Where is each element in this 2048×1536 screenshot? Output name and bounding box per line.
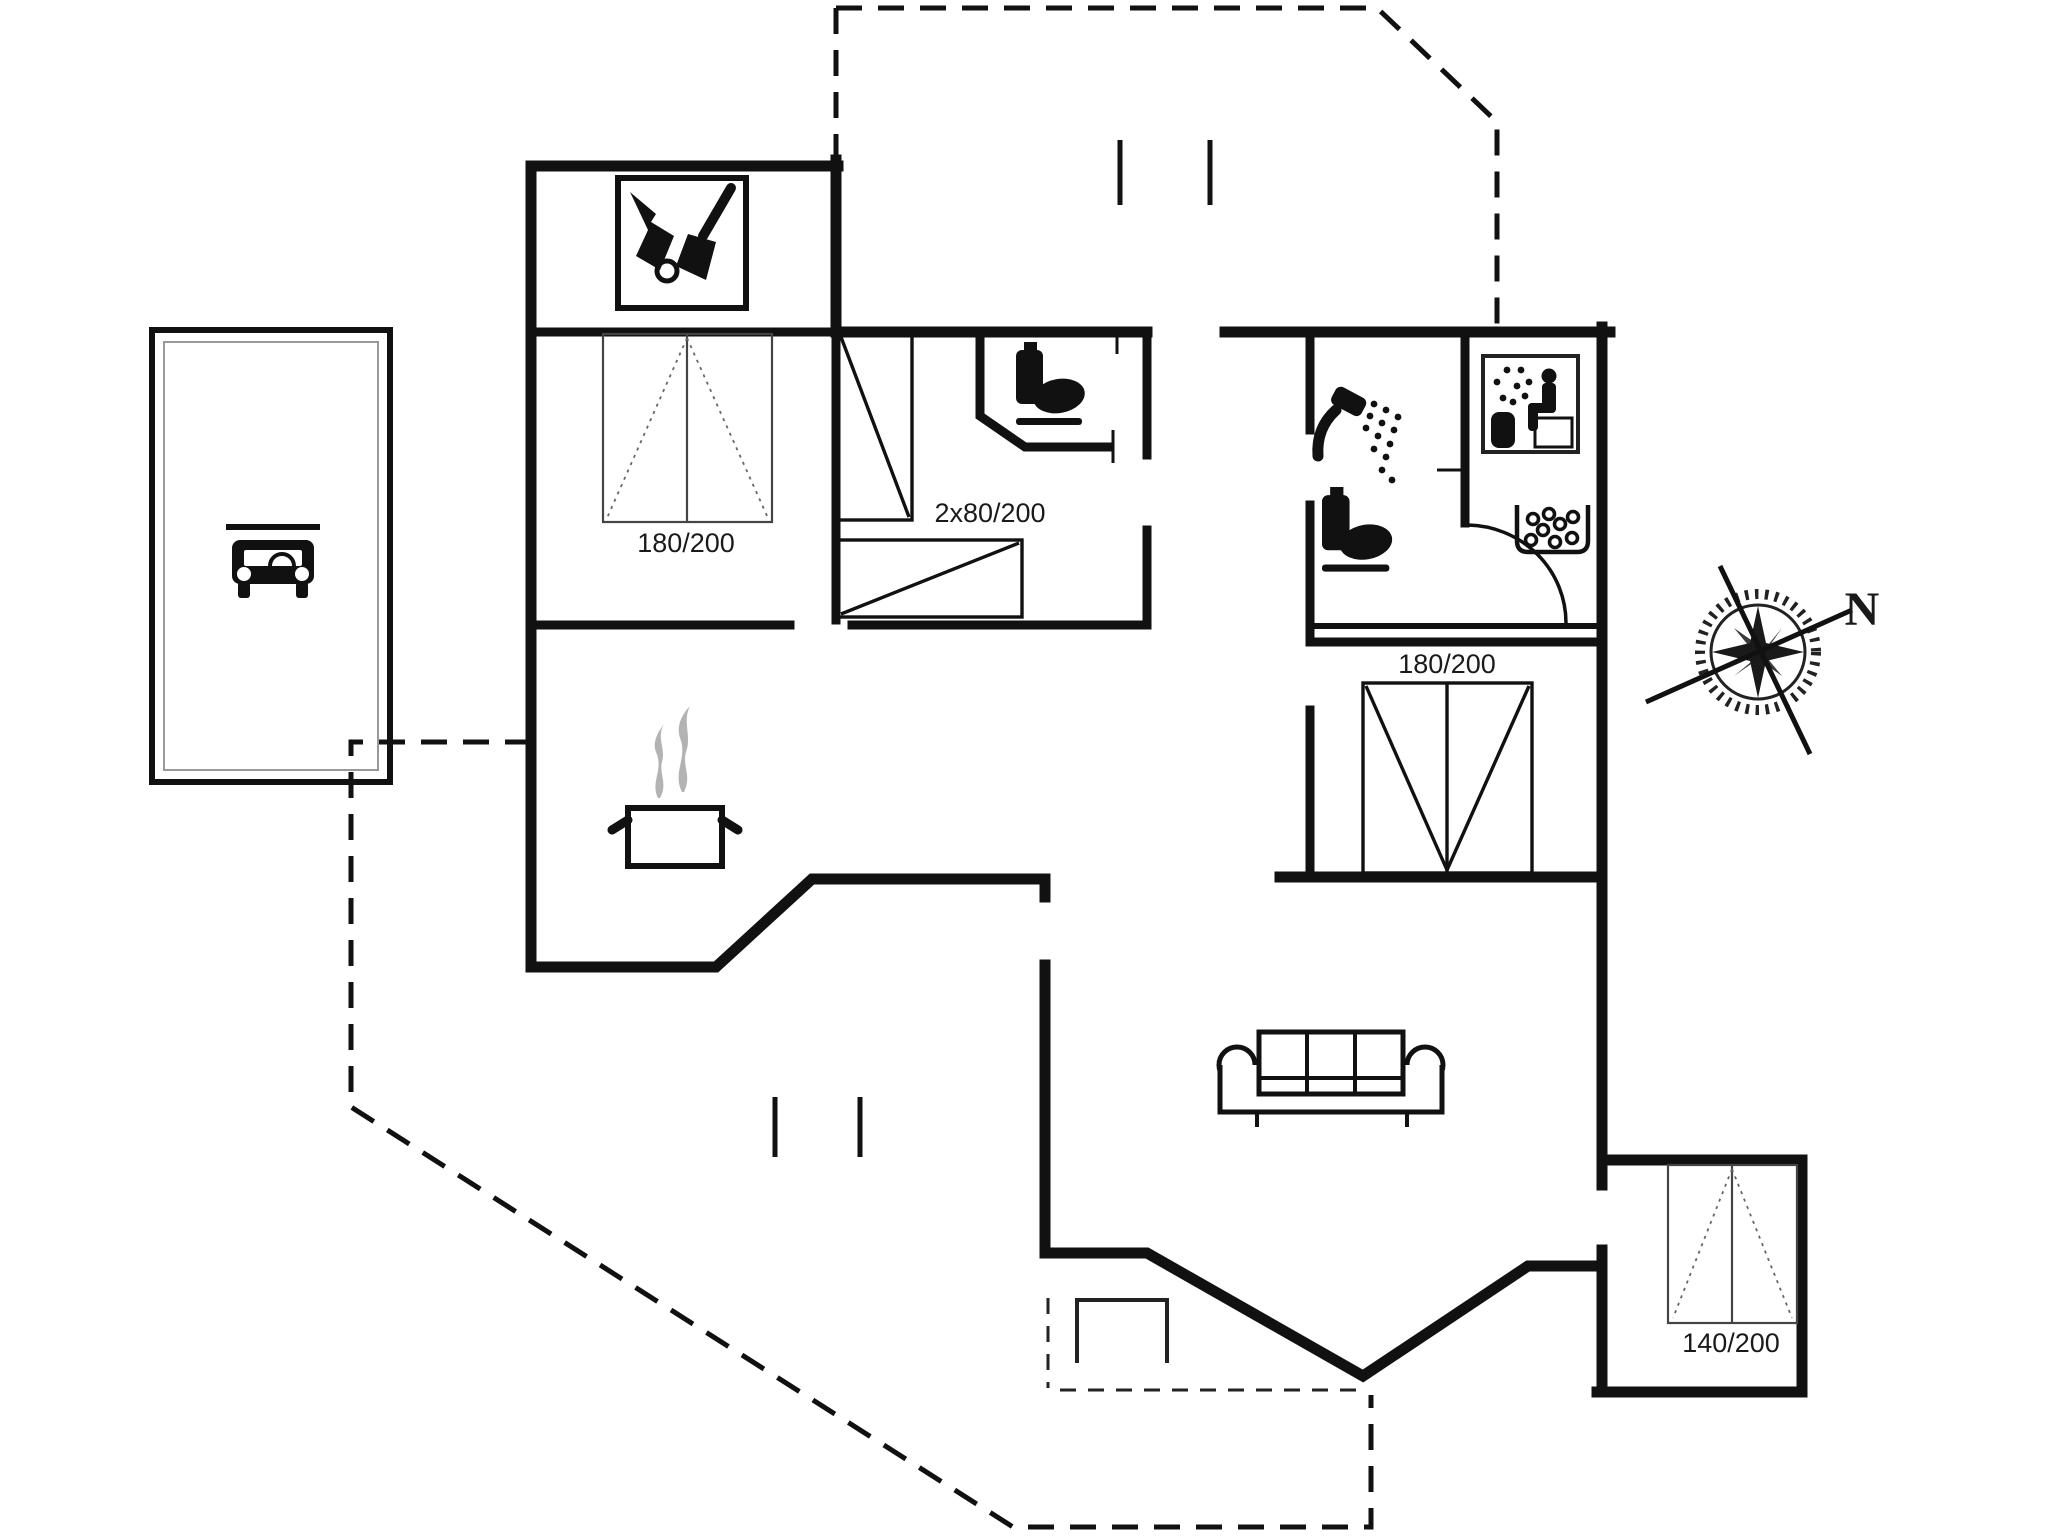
north-label: N — [1845, 583, 1880, 636]
garage — [149, 327, 393, 785]
interior-walls — [526, 327, 1607, 882]
cooking-pot-icon — [607, 706, 743, 869]
sauna-stones-icon — [1514, 505, 1591, 555]
bed-label-double-left: 180/200 — [637, 528, 735, 558]
terrace-posts-bottom — [772, 1097, 863, 1157]
bed-small-right — [1666, 1163, 1799, 1325]
terrace-posts-top — [1117, 140, 1213, 205]
bed-label-bunk: 2x80/200 — [934, 498, 1045, 528]
door-jamb-tick — [1111, 334, 1119, 463]
exterior-walls — [525, 154, 1808, 1398]
steam-icon — [654, 706, 690, 798]
bed-bunk-horizontal — [836, 538, 1024, 619]
shower-icon — [1312, 386, 1402, 484]
terrace-outline-top — [833, 5, 1500, 327]
sofa-icon — [1216, 1029, 1446, 1127]
cleaning-tools-icon — [615, 175, 749, 311]
car-icon — [232, 540, 314, 598]
bed-bunk-vertical — [836, 332, 914, 522]
sauna-pictogram-icon — [1481, 354, 1580, 454]
terrace-outline-left-bottom — [348, 739, 1374, 1530]
bed-double-right — [1361, 681, 1534, 875]
bed-label-small-right: 140/200 — [1682, 1328, 1780, 1358]
terrace-object-square — [1075, 1298, 1169, 1363]
toilet-icon — [1016, 342, 1088, 425]
toilet-icon — [1322, 487, 1395, 572]
bed-label-double-right: 180/200 — [1398, 649, 1496, 679]
door-swing-arc — [1467, 523, 1568, 624]
compass-rose-icon — [1644, 564, 1854, 756]
bed-double-left — [601, 332, 774, 524]
